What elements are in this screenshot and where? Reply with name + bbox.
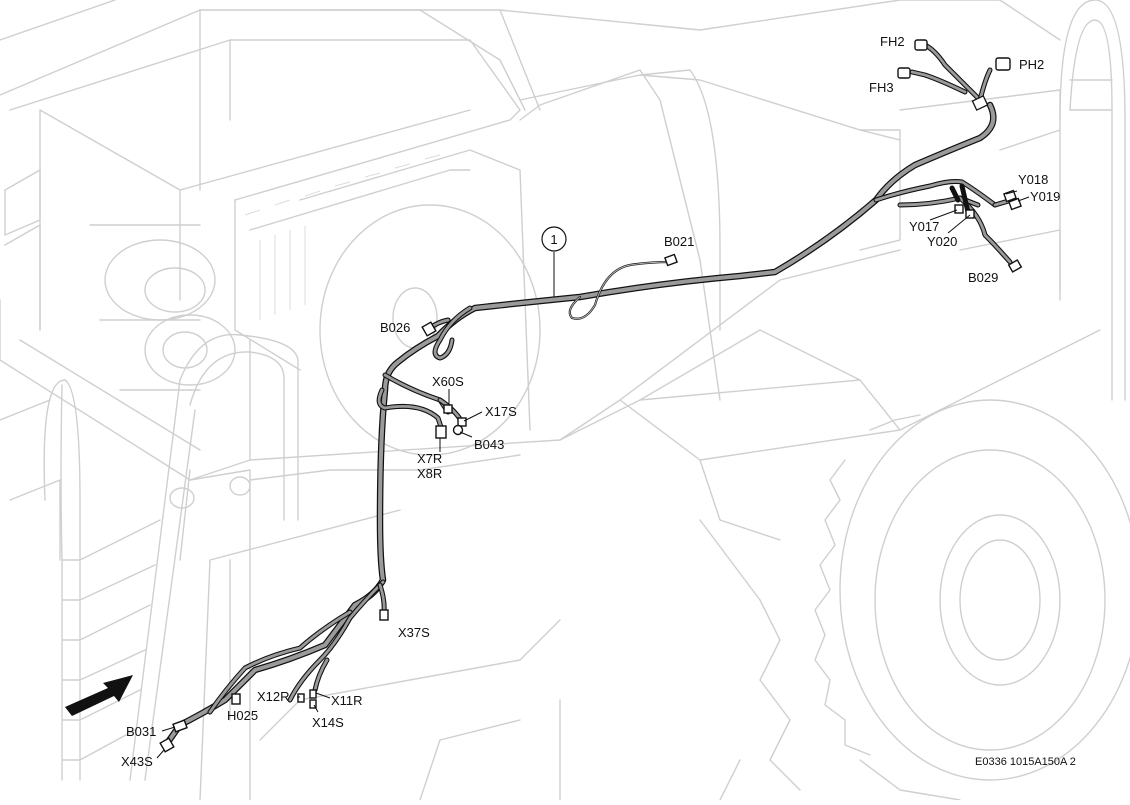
wiring-harness-1 [164,42,1015,746]
connector-B031 [172,719,188,733]
connector-X11R [309,689,317,699]
label-Y020: Y020 [927,234,957,249]
leader-lines [156,190,1030,759]
connector-B043 [452,424,464,436]
direction-arrow-icon [65,675,133,716]
connector-Y019 [1008,197,1022,211]
connector-FH2 [914,39,928,51]
connector-X17S [457,417,467,427]
label-FH3: FH3 [869,80,894,95]
connector-FH3 [897,67,911,79]
label-X37S: X37S [398,625,430,640]
label-H025: H025 [227,708,258,723]
label-Y018: Y018 [1018,172,1048,187]
callout-circle [541,226,567,252]
connector-H025 [231,693,241,705]
label-X7R: X7R [417,451,442,466]
connector-X37S [379,609,389,621]
connector-X7R [435,425,447,439]
connector-X14S [309,699,317,709]
callout-number: 1 [550,232,557,247]
connector-B026 [421,321,437,337]
label-X14S: X14S [312,715,344,730]
component-labels: FH2 FH3 PH2 Y018 Y019 Y017 Y020 B029 B02… [121,34,1076,769]
label-B031: B031 [126,724,156,739]
label-Y017: Y017 [909,219,939,234]
label-B021: B021 [664,234,694,249]
label-X60S: X60S [432,374,464,389]
connector-B021 [664,253,678,267]
figure-code: E0336 1015A150A 2 [975,756,1076,768]
label-FH2: FH2 [880,34,905,49]
connector-PH2 [995,57,1011,71]
connector-Y020 [965,209,975,219]
connector-B029 [1007,259,1023,273]
label-PH2: PH2 [1019,57,1044,72]
label-B026: B026 [380,320,410,335]
connector-X12R [297,693,305,703]
connector-X60S [443,404,453,414]
label-X43S: X43S [121,754,153,769]
connectors [159,39,1023,753]
label-B029: B029 [968,270,998,285]
connector-Y017 [954,204,964,214]
label-X17S: X17S [485,404,517,419]
label-X11R: X11R [331,693,363,708]
label-B043: B043 [474,437,504,452]
callout-1: 1 [541,226,567,252]
label-Y019: Y019 [1030,189,1060,204]
label-X8R: X8R [417,466,442,481]
connector-X43S [159,737,175,753]
label-X12R: X12R [257,689,290,704]
